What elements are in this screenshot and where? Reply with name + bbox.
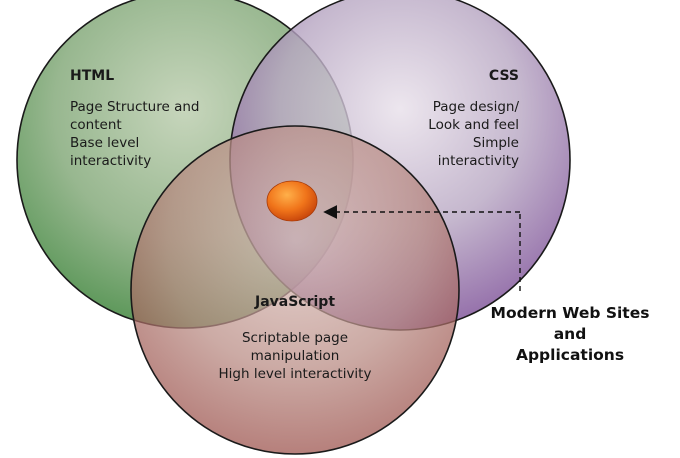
center-marker	[266, 180, 318, 222]
javascript-desc-line-3: High level interactivity	[219, 366, 372, 382]
html-desc-line-3: Base level	[70, 135, 139, 151]
css-desc-line-2: Look and feel	[428, 117, 519, 133]
html-desc-line-2: content	[70, 117, 122, 133]
html-desc-line-4: interactivity	[70, 153, 151, 169]
callout-connector	[323, 205, 521, 291]
css-desc-line-3: Simple	[473, 135, 519, 151]
html-desc-line-1: Page Structure and	[70, 99, 199, 115]
callout-line-3: Applications	[516, 346, 624, 364]
javascript-title: JavaScript	[254, 294, 335, 310]
css-desc-line-4: interactivity	[438, 153, 519, 169]
html-title: HTML	[70, 68, 114, 84]
javascript-circle	[130, 125, 460, 455]
callout-line-2: and	[554, 325, 587, 343]
javascript-desc-line-2: manipulation	[251, 348, 340, 364]
css-title: CSS	[489, 68, 519, 84]
callout-line-1: Modern Web Sites	[491, 304, 650, 322]
css-desc-line-1: Page design/	[433, 99, 520, 115]
javascript-desc-line-1: Scriptable page	[242, 330, 348, 346]
